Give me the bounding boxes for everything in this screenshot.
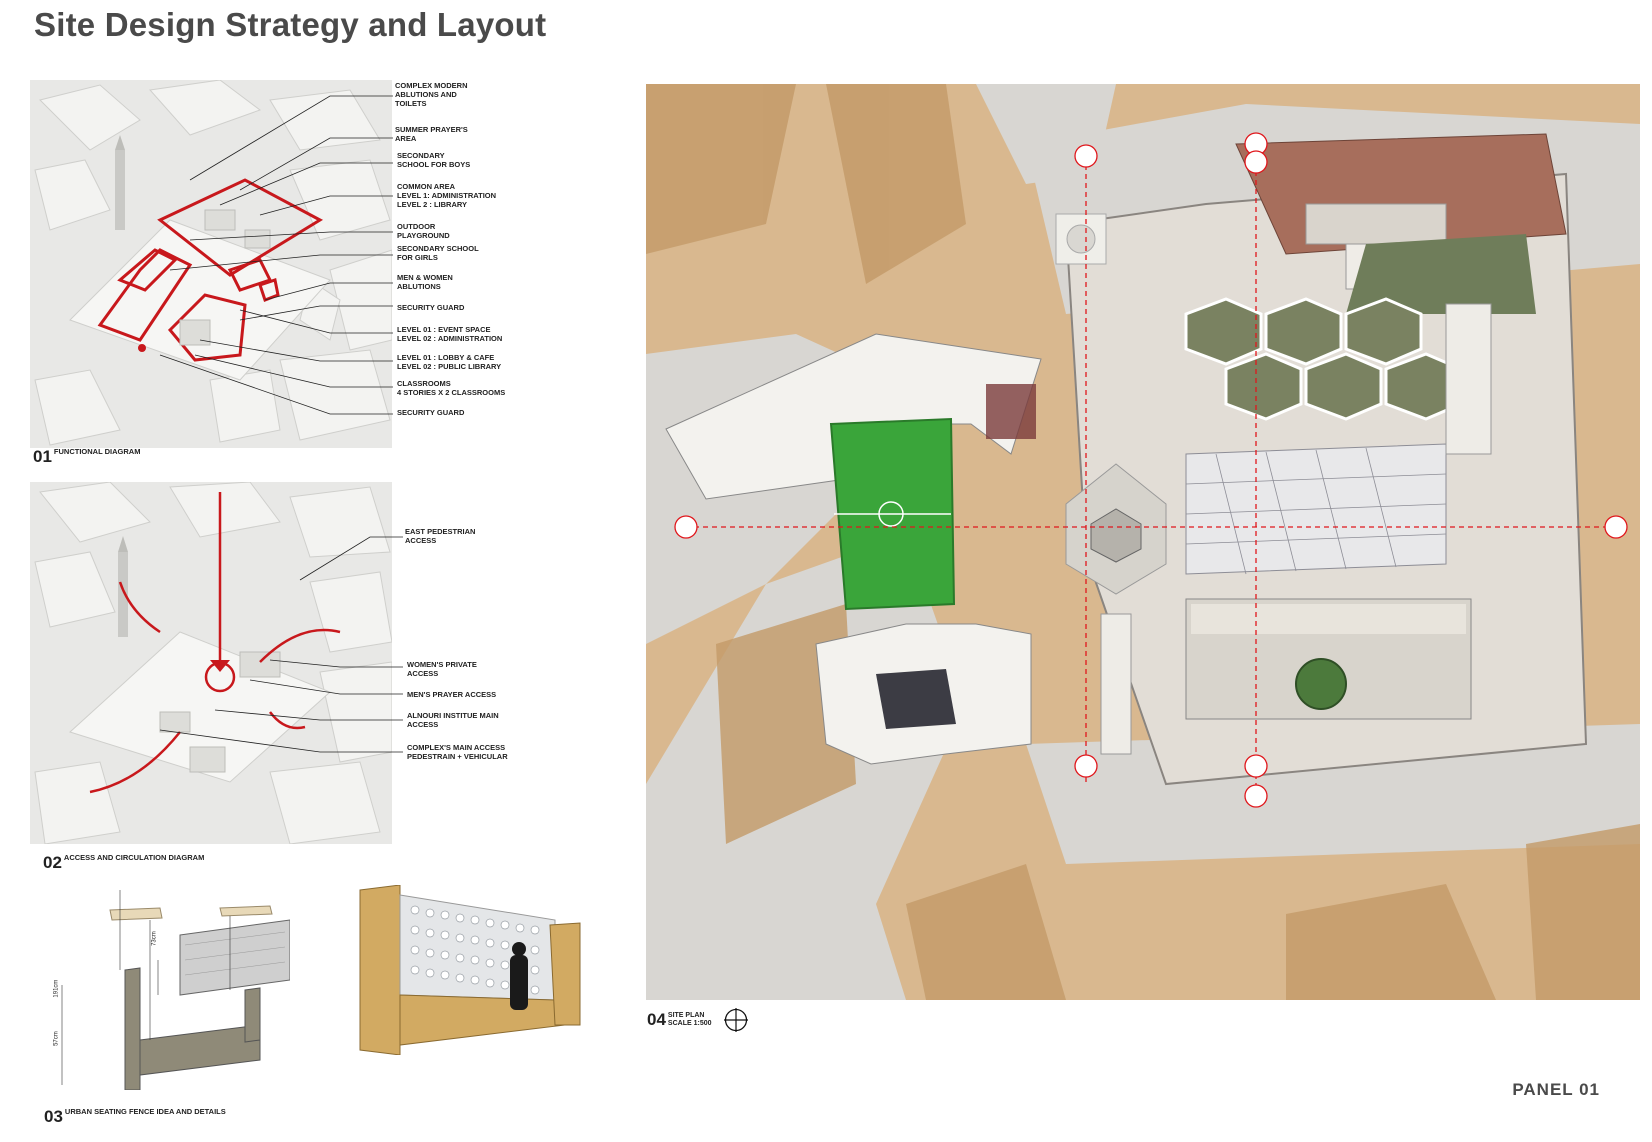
access-diagram-image — [30, 482, 392, 844]
north-arrow-icon — [723, 1008, 748, 1032]
page-title: Site Design Strategy and Layout — [34, 6, 547, 43]
site-plan-image — [646, 84, 1640, 1000]
fig4-caption-number: 04 — [647, 1010, 666, 1029]
functional-diagram-image — [30, 80, 392, 448]
fig1-label-security-guard-1: SECURITY GUARD — [397, 303, 465, 312]
fig1-label-security-guard-2: SECURITY GUARD — [397, 408, 465, 417]
fence-detail-drawing — [61, 890, 291, 1091]
panel-number: PANEL 01 — [1512, 1080, 1600, 1099]
fig4-caption-text: SITE PLAN SCALE 1:500 — [667, 1011, 712, 1027]
fence-render — [355, 884, 595, 1056]
fence-render-drawing — [359, 884, 581, 1056]
fence-dim-57: 57cm — [53, 1031, 60, 1046]
site-plan-drawing — [646, 84, 1640, 1000]
fig4-caption: 04 SITE PLAN SCALE 1:500 — [647, 1008, 748, 1032]
fence-exploded-detail — [40, 890, 291, 1091]
access-diagram-drawing — [30, 482, 392, 844]
functional-diagram-drawing — [30, 80, 392, 448]
fence-dim-191: 191cm — [53, 979, 60, 998]
fig2-label-mens-prayer: MEN'S PRAYER ACCESS — [407, 690, 497, 699]
fence-dim-73: 73cm — [151, 931, 158, 946]
